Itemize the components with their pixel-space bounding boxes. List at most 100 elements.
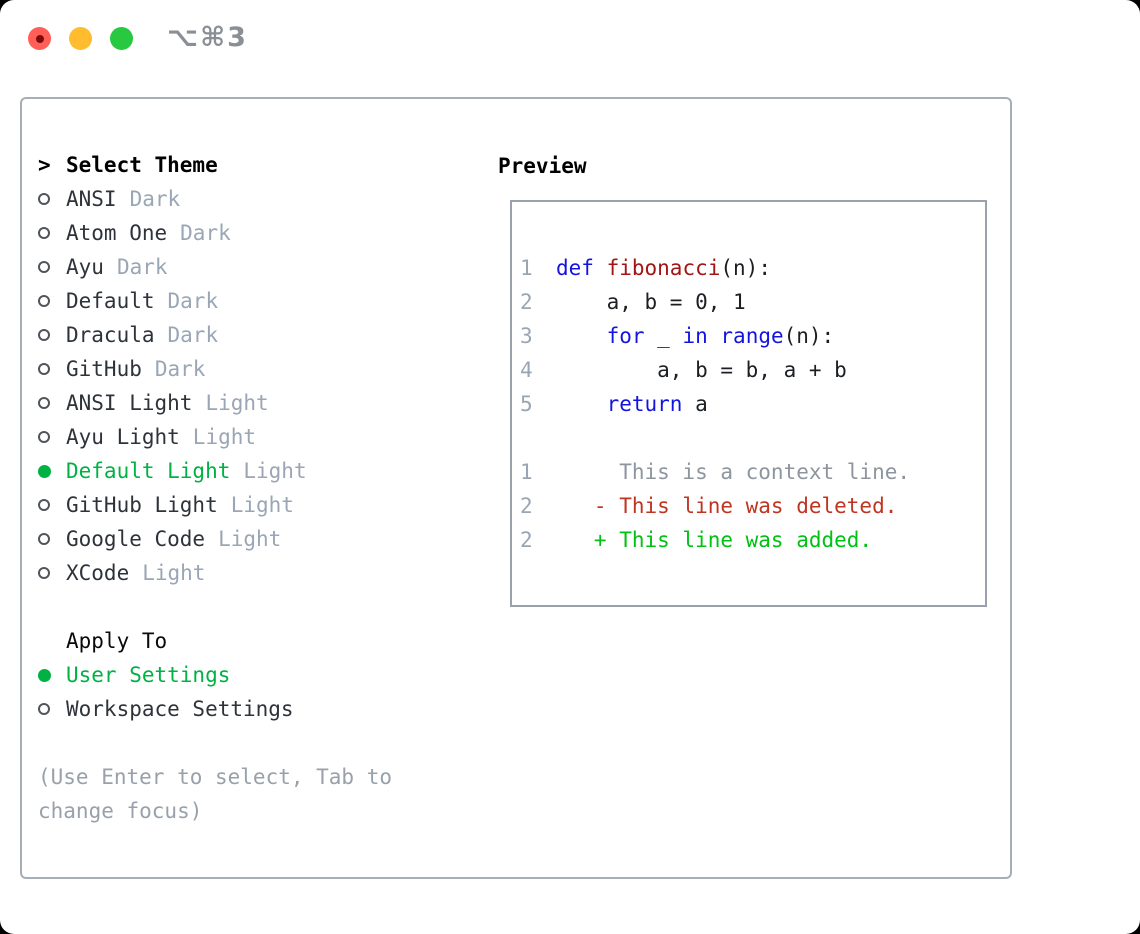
radio-marker <box>38 464 66 478</box>
token-kw: return <box>606 392 683 416</box>
minimize-button[interactable] <box>69 27 92 50</box>
theme-option[interactable]: GitHub Dark <box>38 352 478 386</box>
radio-icon <box>38 533 50 545</box>
theme-variant-tag: Light <box>192 425 257 449</box>
theme-name: Ayu Light <box>66 425 180 449</box>
radio-marker <box>38 329 66 341</box>
theme-name: GitHub <box>66 357 142 381</box>
close-button[interactable] <box>28 27 51 50</box>
theme-option[interactable]: Ayu Light Light <box>38 420 478 454</box>
theme-variant-tag: Light <box>243 459 307 483</box>
theme-name: Atom One <box>66 221 168 245</box>
line-number: 2 <box>520 494 533 518</box>
code-line: 3 for _ in range(n): <box>512 319 985 353</box>
code-text: return a <box>556 387 708 421</box>
radio-marker <box>38 499 66 511</box>
radio-marker <box>38 227 66 239</box>
radio-icon <box>38 295 50 307</box>
code-line: 2 a, b = 0, 1 <box>512 285 985 319</box>
code-text: def fibonacci(n): <box>556 251 771 285</box>
token-kw: range <box>720 324 784 348</box>
radio-marker <box>38 363 66 375</box>
code-line: 1 def fibonacci(n): <box>512 251 985 285</box>
radio-marker <box>38 668 66 682</box>
token-plain <box>556 392 607 416</box>
focus-caret-icon: > <box>38 153 51 177</box>
token-plain: a, b = b, a + b <box>556 358 847 382</box>
radio-marker <box>38 193 66 205</box>
theme-name: ANSI <box>66 187 117 211</box>
spacer <box>38 590 478 624</box>
apply-to-label: User Settings <box>66 663 231 687</box>
diff-line-deleted: 2 - This line was deleted. <box>512 489 985 523</box>
radio-icon <box>38 499 50 511</box>
line-number: 1 <box>520 256 533 280</box>
apply-to-heading: Apply To <box>38 624 478 658</box>
line-number: 3 <box>520 324 533 348</box>
radio-marker <box>38 261 66 273</box>
theme-name: Google Code <box>66 527 206 551</box>
code-text: for _ in range(n): <box>556 319 835 353</box>
radio-marker <box>38 295 66 307</box>
token-plain: _ <box>644 324 683 348</box>
blank-line <box>512 421 985 455</box>
hint-text-line-1: (Use Enter to select, Tab to <box>38 765 393 789</box>
theme-variant-tag: Light <box>205 391 269 415</box>
code-line: 4 a, b = b, a + b <box>512 353 985 387</box>
line-number: 2 <box>520 528 533 552</box>
radio-marker <box>38 703 66 715</box>
line-number: 1 <box>520 460 533 484</box>
radio-icon <box>38 329 50 341</box>
theme-option[interactable]: ANSI Light Light <box>38 386 478 420</box>
theme-name: ANSI Light <box>66 391 193 415</box>
preview-heading: Preview <box>498 154 587 178</box>
apply-to-heading-label: Apply To <box>66 629 168 653</box>
traffic-lights <box>28 27 133 50</box>
token-plain: a <box>682 392 708 416</box>
apply-to-option[interactable]: Workspace Settings <box>38 692 478 726</box>
diff-text: + This line was added. <box>556 528 873 552</box>
code-line: 5 return a <box>512 387 985 421</box>
code-text: a, b = 0, 1 <box>556 285 746 319</box>
radio-icon <box>38 193 50 205</box>
radio-marker <box>38 431 66 443</box>
diff-text: - This line was deleted. <box>556 494 898 518</box>
radio-icon <box>38 431 50 443</box>
radio-marker <box>38 533 66 545</box>
radio-icon <box>38 567 50 579</box>
select-theme-heading-label: Select Theme <box>66 153 218 177</box>
radio-icon <box>38 703 50 715</box>
token-plain <box>594 256 607 280</box>
radio-marker <box>38 397 66 409</box>
apply-to-option[interactable]: User Settings <box>38 658 478 692</box>
code-text: a, b = b, a + b <box>556 353 847 387</box>
zoom-button[interactable] <box>110 27 133 50</box>
radio-icon <box>38 227 50 239</box>
titlebar: ⌥⌘3 <box>0 0 1140 78</box>
keyboard-shortcut-label: ⌥⌘3 <box>167 22 248 53</box>
theme-variant-tag: Light <box>142 561 206 585</box>
line-number: 4 <box>520 358 533 382</box>
radio-icon <box>38 363 50 375</box>
hint-text-line-2: change focus) <box>38 799 203 823</box>
radio-icon <box>38 261 50 273</box>
apply-to-label: Workspace Settings <box>66 697 294 721</box>
token-plain <box>708 324 721 348</box>
theme-variant-tag: Dark <box>154 357 206 381</box>
edited-dot-icon <box>35 34 44 43</box>
diff-line-context: 1 This is a context line. <box>512 455 985 489</box>
